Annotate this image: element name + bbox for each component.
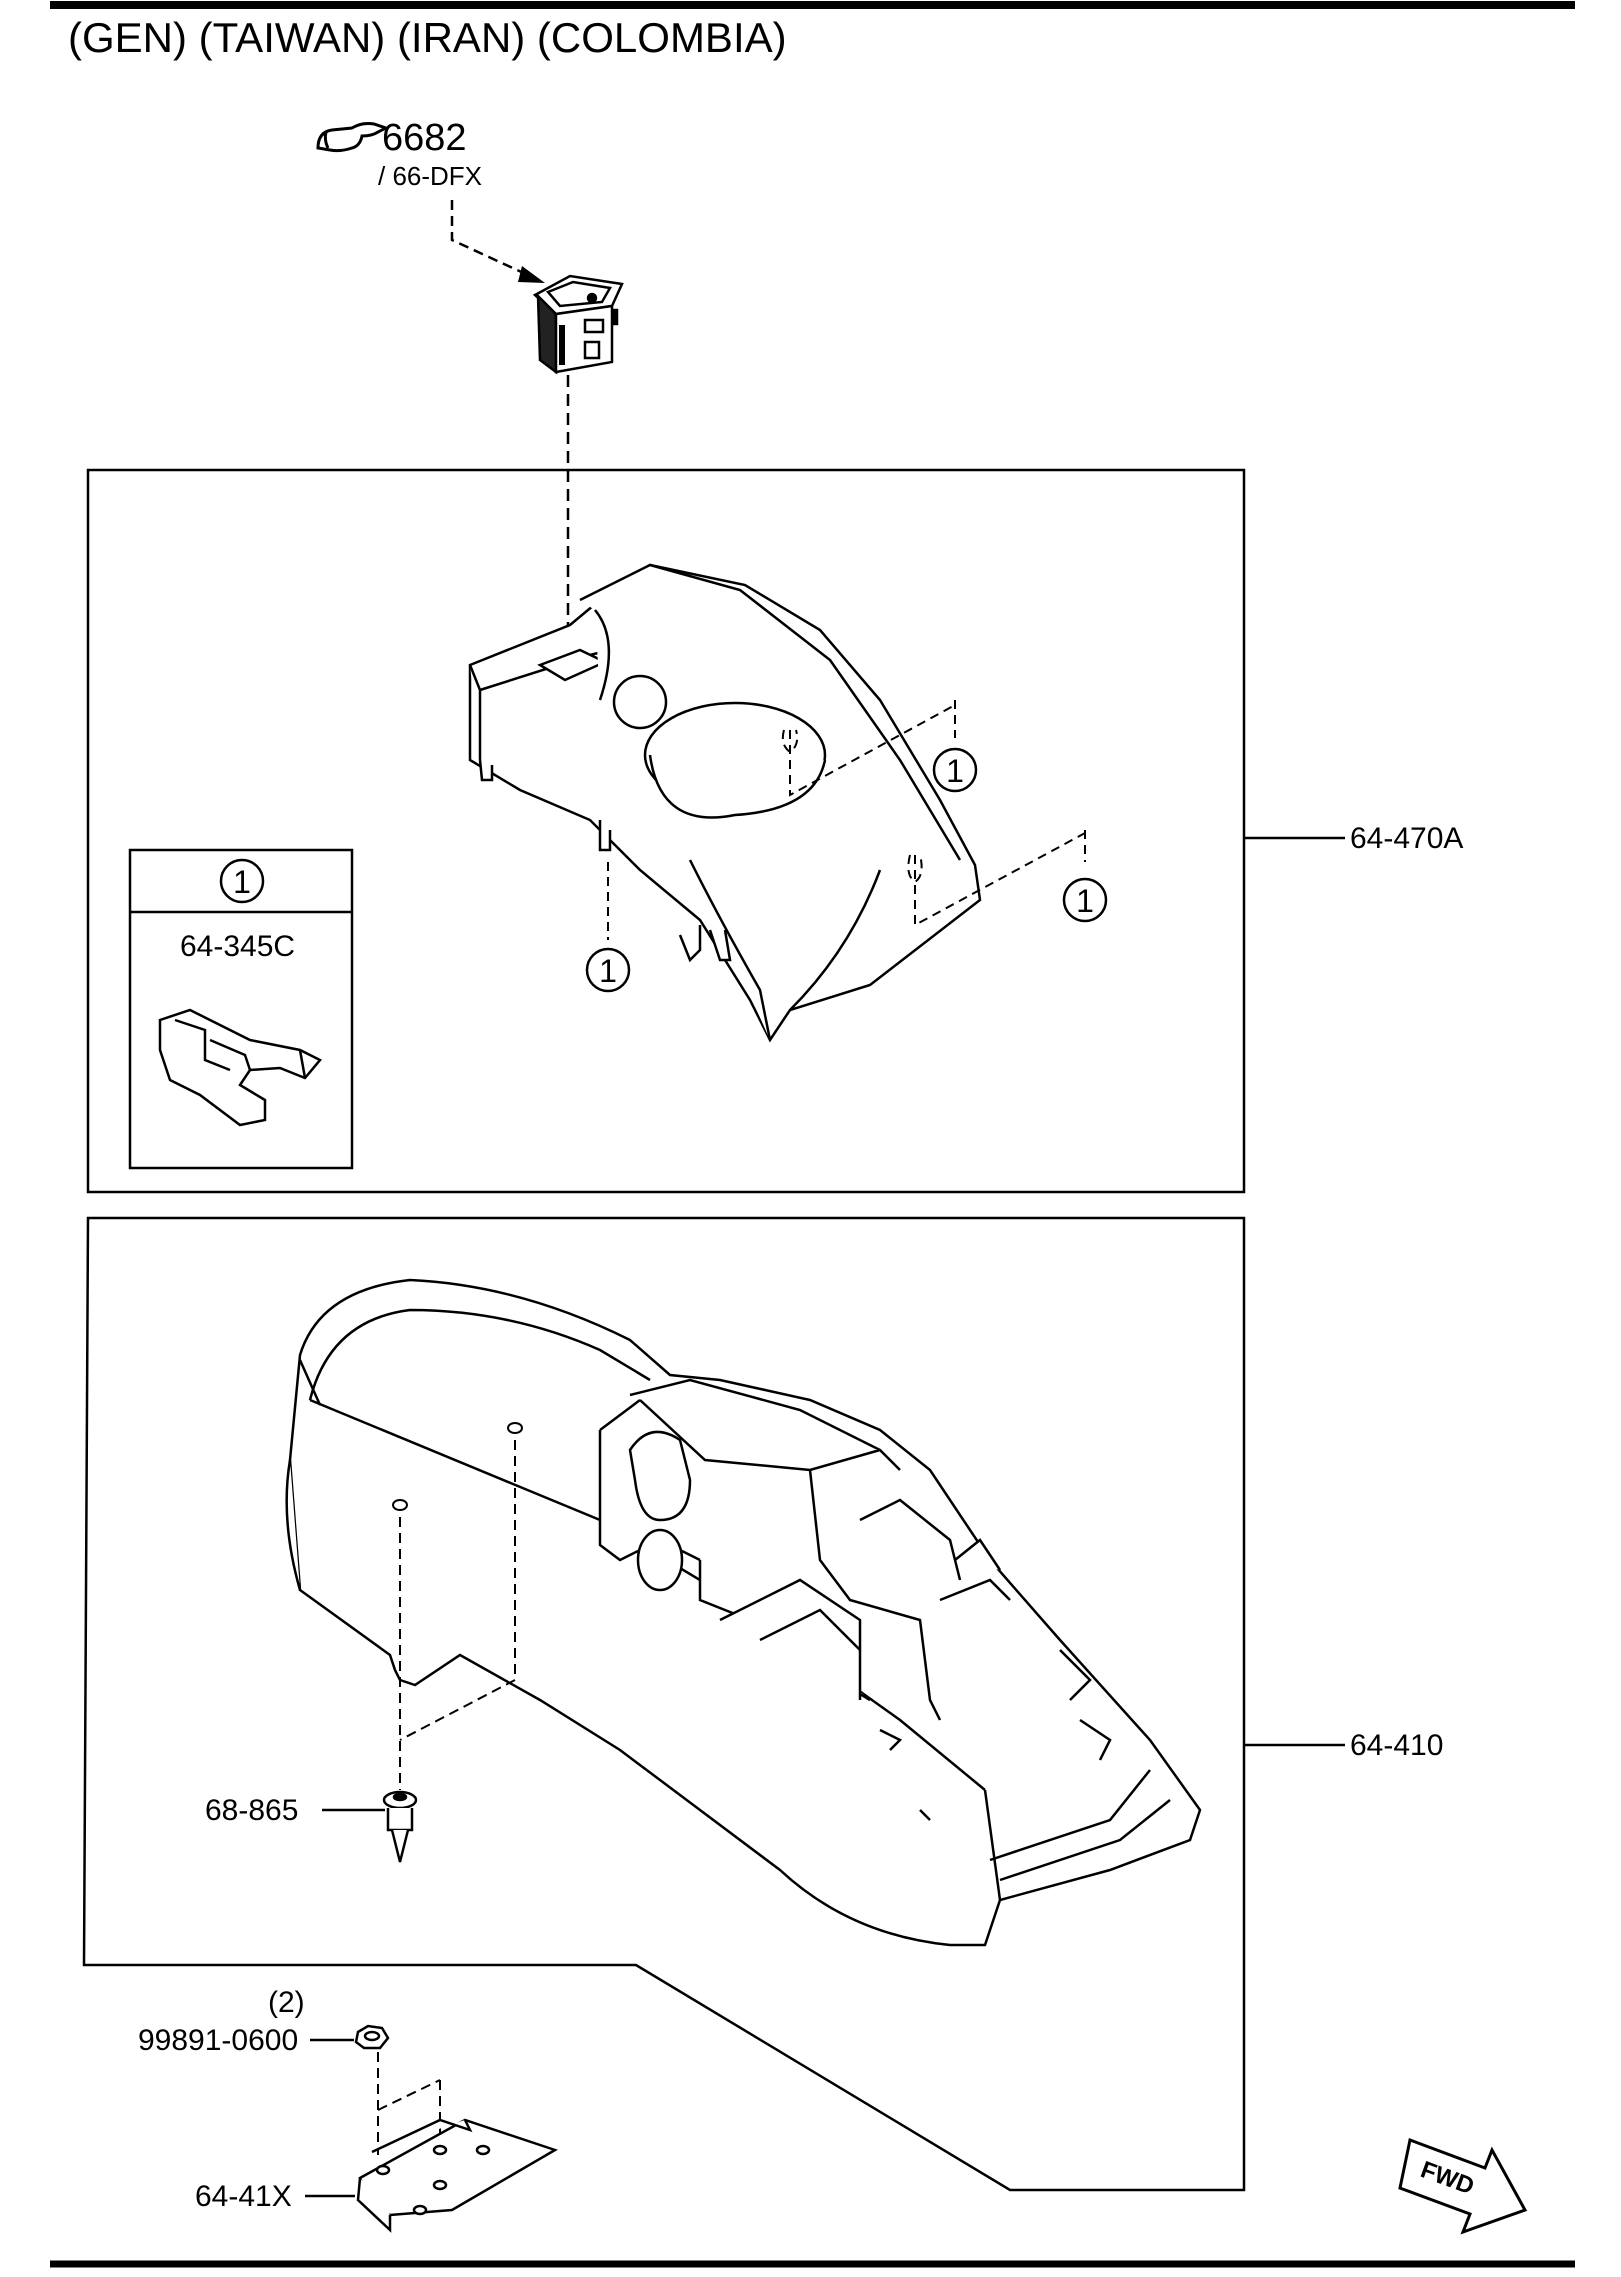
label-64-470A: 64-470A [1350,822,1463,855]
bracket-leaders [377,2052,441,2155]
ref-sub: / 66-DFX [378,161,482,191]
bracket-icon [356,2118,559,2233]
inset-circle-label: 1 [233,864,251,900]
clip-hole-leaders [392,1422,523,1790]
inset-box: 1 64-345C [128,848,354,1170]
page-title: (GEN) (TAIWAN) (IRAN) (COLOMBIA) [68,14,787,61]
label-64-410: 64-410 [1350,1729,1443,1762]
label-nut-qty: (2) [268,1986,305,2019]
clip-indicators [607,700,1086,940]
nut-icon [354,2024,390,2050]
upper-console-panel [468,563,982,1043]
circle-callout-b: 1 [1062,877,1108,923]
upper-console-frame [86,468,1246,1194]
inset-part-label: 64-345C [180,930,295,963]
label-99891-0600: 99891-0600 [138,2024,298,2057]
label-64-41X: 64-41X [195,2180,292,2213]
label-68-865: 68-865 [205,1794,298,1827]
fwd-arrow-icon [1398,2137,1528,2235]
circle-callout-c: 1 [585,947,631,993]
circle-callout-a: 1 [932,747,978,793]
svg-text:1: 1 [1076,883,1094,919]
clip-icon [158,1008,322,1127]
push-clip-icon [382,1790,418,1863]
ref-number: 6682 [382,117,467,159]
hand-pointer-icon [316,122,390,153]
console-switch [532,274,624,375]
lower-console-frame [82,1216,1246,2192]
svg-text:1: 1 [599,953,617,989]
ref-leader [450,200,531,278]
ref-arrowhead [518,266,545,283]
svg-text:1: 1 [946,753,964,789]
lower-console-body [285,1278,1202,1947]
